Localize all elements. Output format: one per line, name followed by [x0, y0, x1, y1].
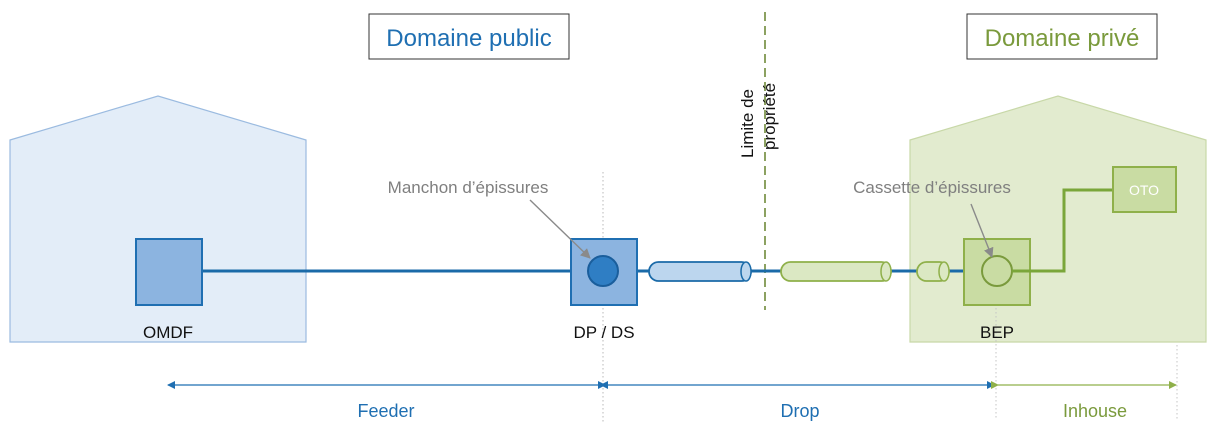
- splice-sleeve-icon: [587, 255, 619, 287]
- inhouse-label: Inhouse: [1063, 401, 1127, 421]
- splice-cassette-icon: [981, 255, 1013, 287]
- inhouse-cable: [1012, 188, 1114, 273]
- oto-label: OTO: [1129, 182, 1159, 198]
- dp-ds-label: DP / DS: [573, 323, 634, 342]
- feeder-label: Feeder: [357, 401, 414, 421]
- splice-cassette-callout: Cassette d’épissures: [853, 178, 1011, 197]
- private-domain-label: Domaine privé: [985, 25, 1140, 52]
- duct-tube-public: [648, 261, 752, 282]
- omdf-building: [9, 95, 307, 343]
- public-domain-box: [368, 13, 570, 60]
- splice-sleeve-callout: Manchon d’épissures: [388, 178, 549, 197]
- duct-tube-private: [780, 261, 892, 282]
- drop-label: Drop: [780, 401, 819, 421]
- bep-label: BEP: [980, 323, 1014, 342]
- oto-node: [1112, 166, 1177, 213]
- splice-sleeve-arrow: [529, 199, 591, 259]
- public-domain-label: Domaine public: [386, 25, 551, 52]
- duct-tube-short-end: [938, 261, 950, 282]
- duct-tube-public-end: [740, 261, 752, 282]
- omdf-node: [135, 238, 203, 306]
- splice-cassette-arrow: [970, 203, 994, 258]
- property-limit-label-1: Limite de: [738, 89, 757, 158]
- property-limit-label-2: propriété: [760, 83, 779, 150]
- omdf-label: OMDF: [143, 323, 193, 342]
- duct-tube-private-end: [880, 261, 892, 282]
- private-domain-box: [966, 13, 1158, 60]
- customer-building: [909, 95, 1207, 343]
